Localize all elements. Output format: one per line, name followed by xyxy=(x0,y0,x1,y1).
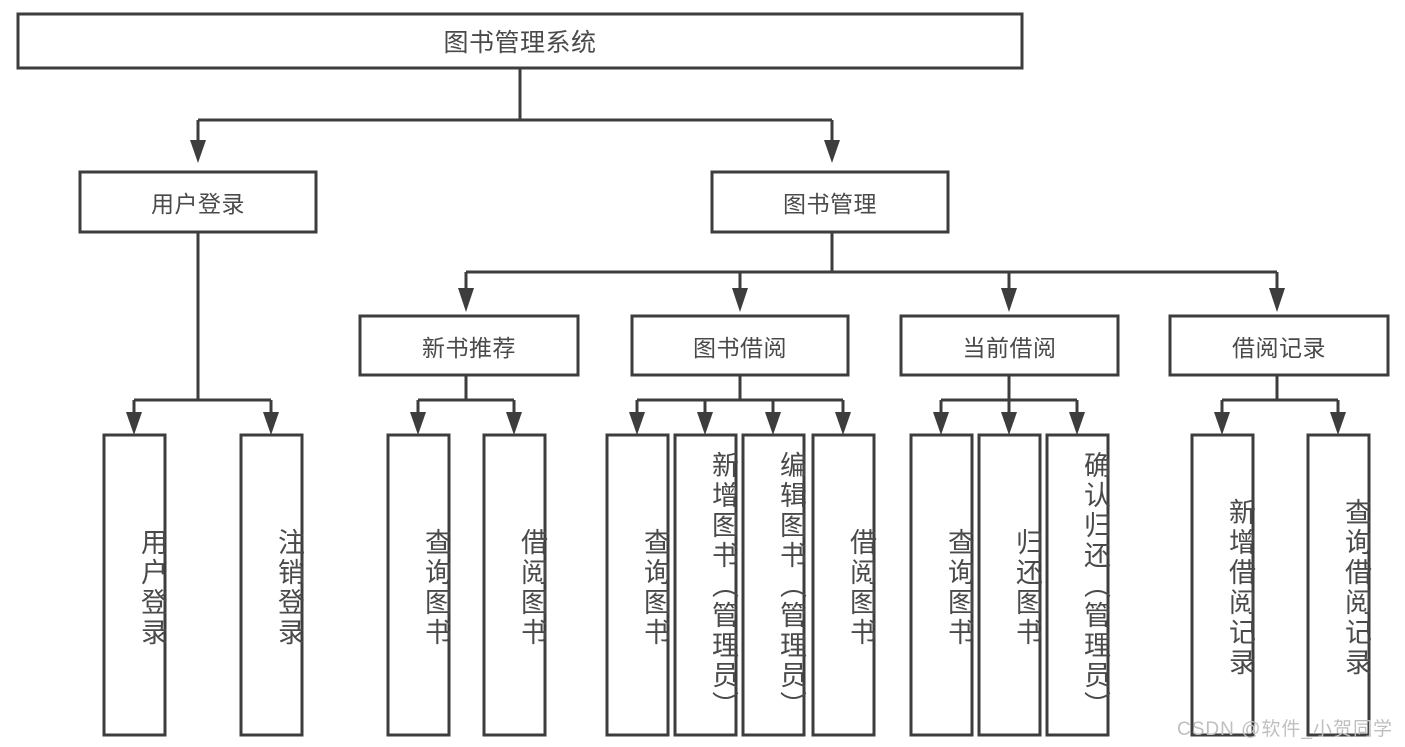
leaf-box-add-record[interactable] xyxy=(1190,433,1255,737)
node-box-book-management[interactable] xyxy=(710,170,950,234)
node-box-user-login[interactable] xyxy=(78,170,318,234)
node-box-borrow-record[interactable] xyxy=(1168,314,1390,377)
leaf-box-borrow-book-2[interactable] xyxy=(811,433,876,737)
leaf-box-query-record[interactable] xyxy=(1306,433,1371,737)
edges-book-management-to-level3 xyxy=(458,232,1285,312)
node-box-book-borrow[interactable] xyxy=(630,314,850,377)
leaf-box-return-book[interactable] xyxy=(977,433,1042,737)
leaf-box-logout-login[interactable] xyxy=(239,433,304,737)
leaf-box-confirm-return[interactable] xyxy=(1045,433,1110,737)
node-box-new-book-recommend[interactable] xyxy=(358,314,580,377)
leaf-box-edit-book[interactable] xyxy=(741,433,806,737)
edges-user-login-to-leaves xyxy=(126,232,279,435)
node-box-current-borrow[interactable] xyxy=(899,314,1120,377)
edges-new-book-recommend-to-leaves xyxy=(410,375,522,435)
leaf-box-query-book-1[interactable] xyxy=(386,433,451,737)
leaf-box-borrow-book-1[interactable] xyxy=(482,433,547,737)
leaf-box-query-book-2[interactable] xyxy=(605,433,670,737)
edges-borrow-record-to-leaves xyxy=(1214,375,1346,435)
watermark-text: CSDN @软件_小贺同学 xyxy=(1177,719,1393,740)
node-box-root[interactable] xyxy=(16,12,1024,70)
leaf-box-query-book-3[interactable] xyxy=(909,433,974,737)
edges-book-borrow-to-leaves xyxy=(629,375,851,435)
leaf-box-add-book[interactable] xyxy=(673,433,738,737)
leaf-box-user-login[interactable] xyxy=(102,433,167,737)
edges-root-to-level2 xyxy=(190,68,840,163)
edges-current-borrow-to-leaves xyxy=(933,375,1085,435)
